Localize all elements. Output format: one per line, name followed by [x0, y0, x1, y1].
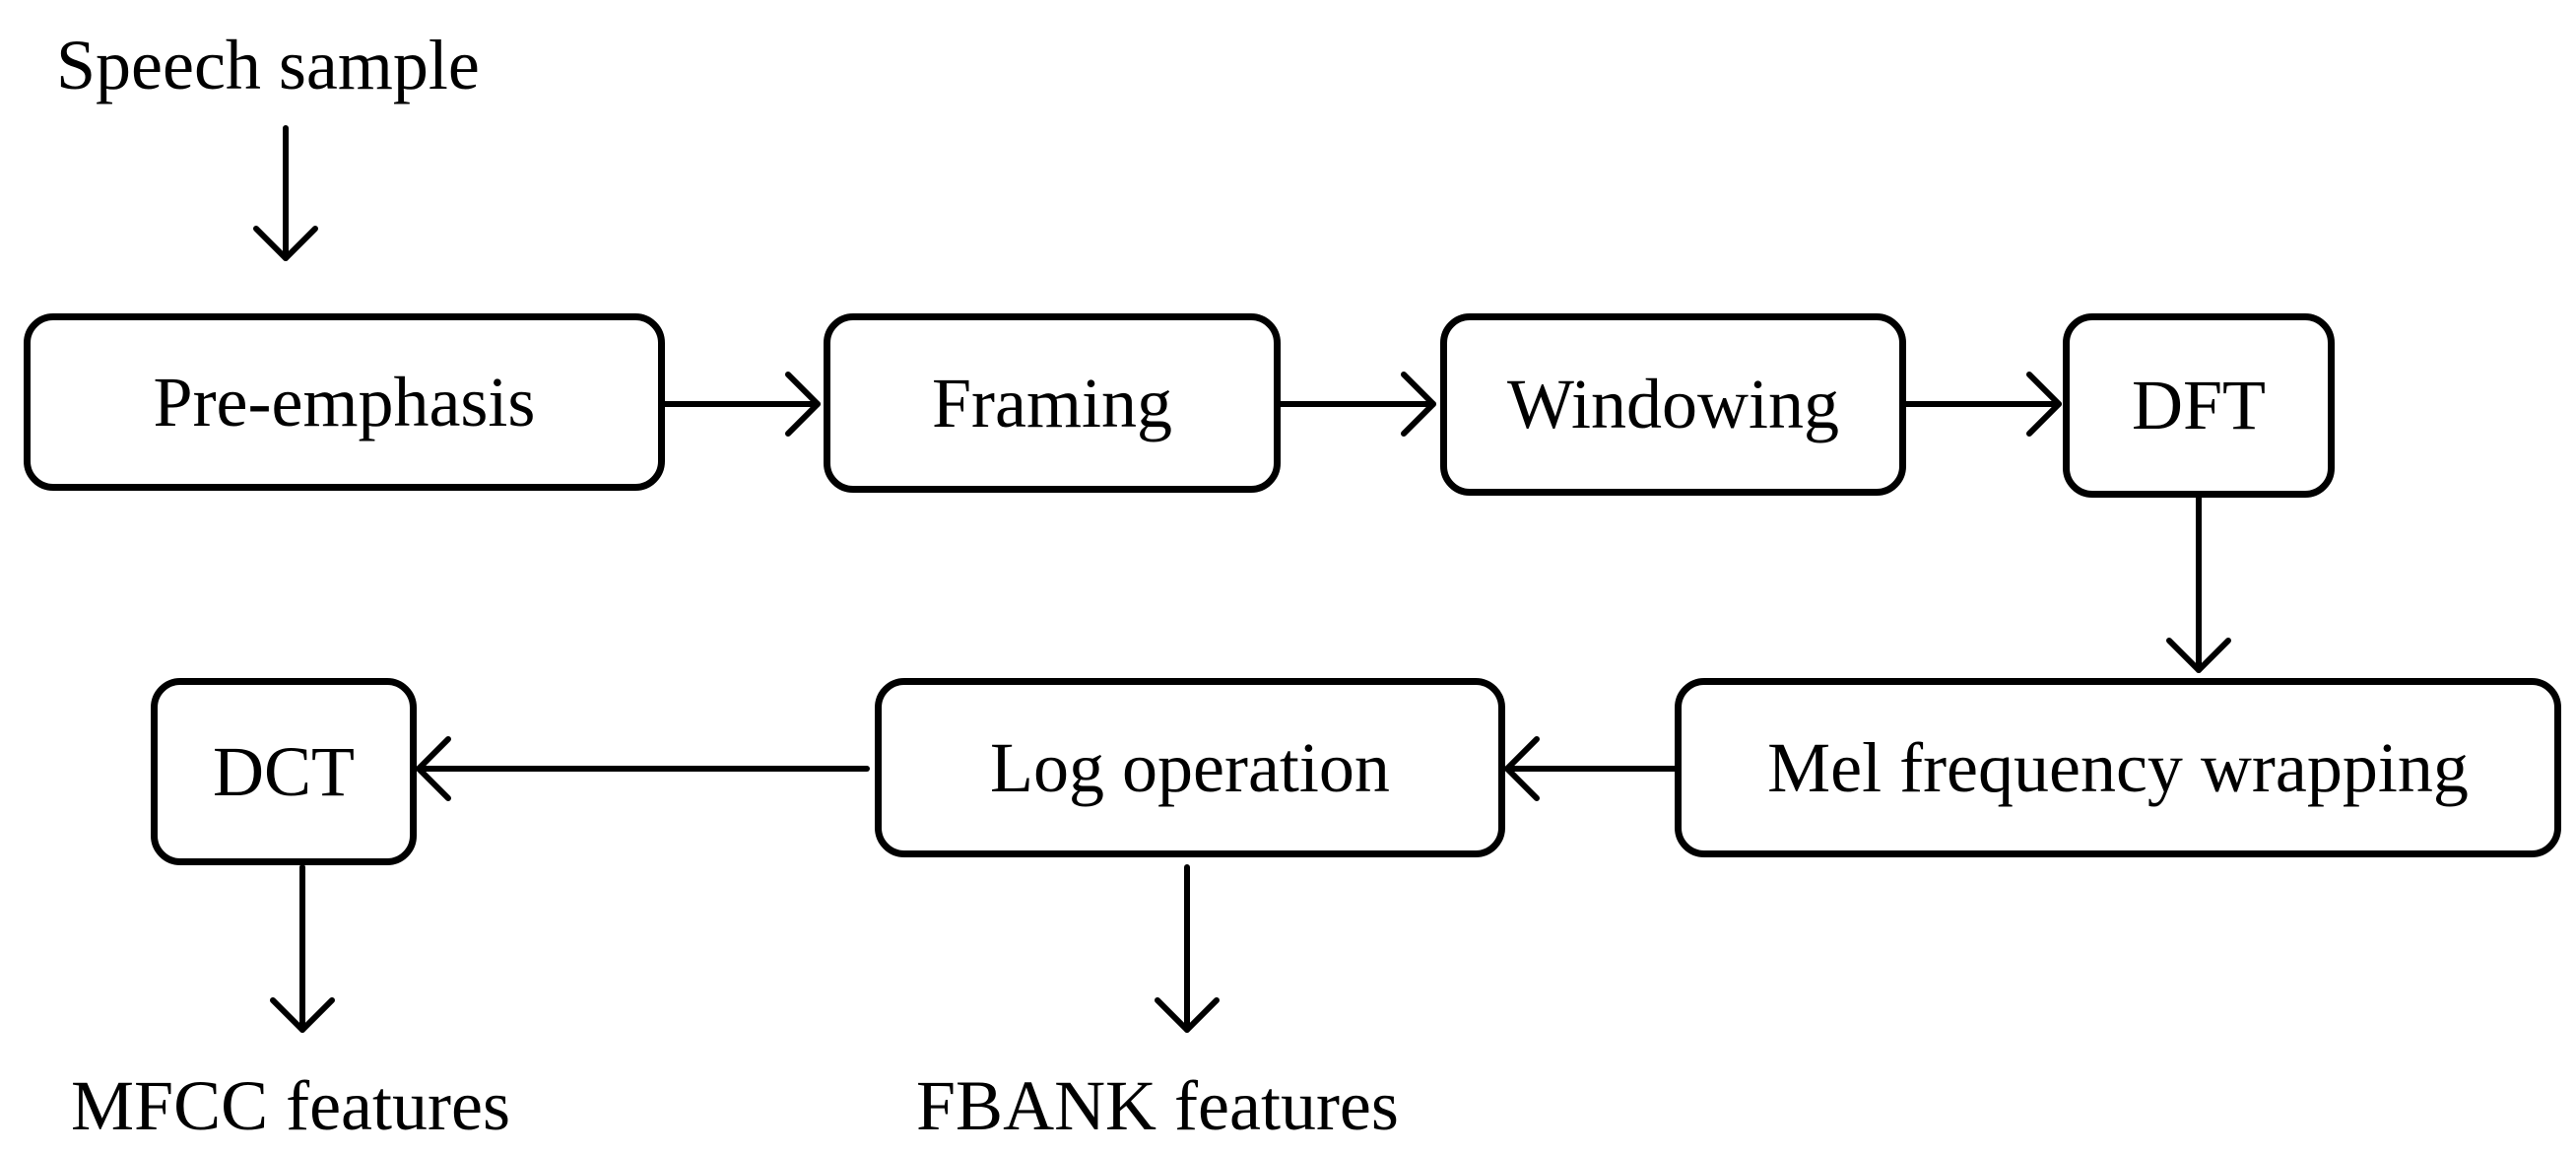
dct-label: DCT	[213, 731, 355, 811]
arrow-dft-to-mel	[2166, 495, 2231, 673]
mfcc-features-label: MFCC features	[71, 1066, 510, 1145]
dct-node: DCT	[151, 678, 417, 865]
arrow-framing-to-windowing	[1278, 372, 1436, 437]
framing-node: Framing	[824, 313, 1281, 493]
fbank-features-label: FBANK features	[916, 1066, 1399, 1145]
pre-emphasis-node: Pre-emphasis	[24, 313, 665, 491]
speech-sample-label: Speech sample	[56, 26, 480, 104]
arrow-log-to-dct	[416, 736, 870, 801]
arrow-dct-to-mfcc	[270, 864, 335, 1033]
mel-frequency-wrapping-node: Mel frequency wrapping	[1675, 678, 2561, 857]
arrow-log-to-fbank	[1155, 864, 1220, 1033]
framing-label: Framing	[932, 363, 1172, 442]
windowing-node: Windowing	[1440, 313, 1906, 496]
dft-label: DFT	[2131, 366, 2267, 444]
arrow-pre-emphasis-to-framing	[662, 372, 821, 437]
arrow-windowing-to-dft	[1903, 372, 2062, 437]
log-operation-label: Log operation	[990, 727, 1390, 807]
arrow-mel-to-log	[1504, 736, 1678, 801]
log-operation-node: Log operation	[875, 678, 1505, 857]
mel-frequency-wrapping-label: Mel frequency wrapping	[1767, 727, 2469, 807]
windowing-label: Windowing	[1506, 365, 1840, 443]
pre-emphasis-label: Pre-emphasis	[153, 362, 536, 441]
arrow-input-to-pre-emphasis	[253, 125, 318, 261]
dft-node: DFT	[2063, 313, 2335, 498]
